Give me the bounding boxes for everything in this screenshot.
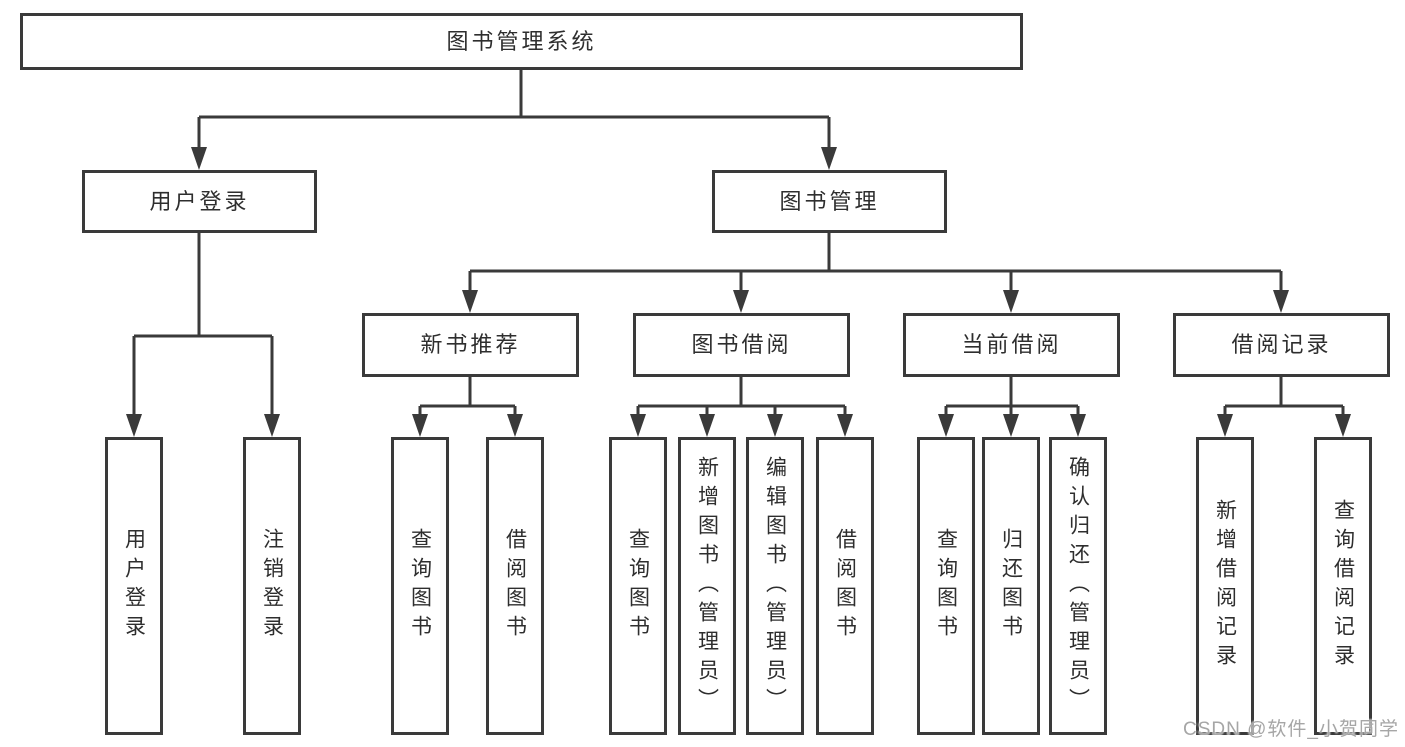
node-library-system-label: 图书管理系统 [446,28,597,54]
connector-book-mgmt-to-level3 [468,233,1283,292]
node-leaf-borrow-book-recommend-label: 借阅图书 [503,528,527,644]
node-book-borrowing-label: 图书借阅 [691,332,792,357]
node-new-book-recommend: 新书推荐 [362,313,579,377]
connector-root-to-level2 [197,70,831,149]
node-leaf-return-book-label: 归还图书 [999,528,1023,644]
node-leaf-logout: 注销登录 [243,437,301,735]
node-leaf-borrow-book-borrowing: 借阅图书 [816,437,874,735]
arrowheads-level2 [191,147,837,170]
connector-user-login-branch [132,233,274,416]
node-book-management: 图书管理 [712,170,947,233]
connector-new-book-branch [418,377,517,416]
node-user-login: 用户登录 [82,170,317,233]
node-leaf-add-borrow-record: 新增借阅记录 [1196,437,1254,735]
node-leaf-query-book-recommend: 查询图书 [391,437,449,735]
node-leaf-add-book-admin: 新增图书（管理员） [678,437,736,735]
node-leaf-borrow-book-recommend: 借阅图书 [486,437,544,735]
node-leaf-query-borrow-record-label: 查询借阅记录 [1331,499,1355,673]
node-leaf-query-book-current-label: 查询图书 [934,528,958,644]
node-leaf-add-book-admin-label: 新增图书（管理员） [695,455,719,717]
arrowheads-current-borrow-leaves [938,414,1086,437]
connector-book-borrow-branch [636,377,847,416]
connector-current-borrow-branch [944,377,1080,416]
node-book-borrowing: 图书借阅 [633,313,850,377]
node-leaf-return-book: 归还图书 [982,437,1040,735]
arrowheads-book-borrow-leaves [630,414,853,437]
node-leaf-query-book-borrowing: 查询图书 [609,437,667,735]
arrowheads-borrow-record-leaves [1217,414,1351,437]
node-library-system: 图书管理系统 [20,13,1023,70]
node-leaf-query-book-current: 查询图书 [917,437,975,735]
node-user-login-label: 用户登录 [149,188,250,214]
node-new-book-recommend-label: 新书推荐 [420,332,521,357]
csdn-watermark: CSDN @软件_小贺同学 [1183,719,1399,740]
node-borrowing-records: 借阅记录 [1173,313,1390,377]
node-leaf-user-login: 用户登录 [105,437,163,735]
arrowheads-user-login-leaves [126,414,280,437]
node-leaf-add-borrow-record-label: 新增借阅记录 [1213,499,1237,673]
node-borrowing-records-label: 借阅记录 [1231,332,1332,357]
node-leaf-edit-book-admin-label: 编辑图书（管理员） [763,455,787,717]
node-current-borrowing: 当前借阅 [903,313,1120,377]
arrowheads-level3 [462,290,1289,313]
node-leaf-logout-label: 注销登录 [260,528,284,644]
node-leaf-confirm-return-admin: 确认归还（管理员） [1049,437,1107,735]
node-current-borrowing-label: 当前借阅 [961,332,1062,357]
node-leaf-edit-book-admin: 编辑图书（管理员） [746,437,804,735]
node-leaf-borrow-book-borrowing-label: 借阅图书 [833,528,857,644]
node-leaf-confirm-return-admin-label: 确认归还（管理员） [1066,455,1090,717]
node-leaf-query-book-recommend-label: 查询图书 [408,528,432,644]
arrowheads-new-book-leaves [412,414,523,437]
node-leaf-query-book-borrowing-label: 查询图书 [626,528,650,644]
node-book-management-label: 图书管理 [779,188,880,214]
connector-borrow-record-branch [1223,377,1345,416]
node-leaf-query-borrow-record: 查询借阅记录 [1314,437,1372,735]
node-leaf-user-login-label: 用户登录 [122,528,146,644]
